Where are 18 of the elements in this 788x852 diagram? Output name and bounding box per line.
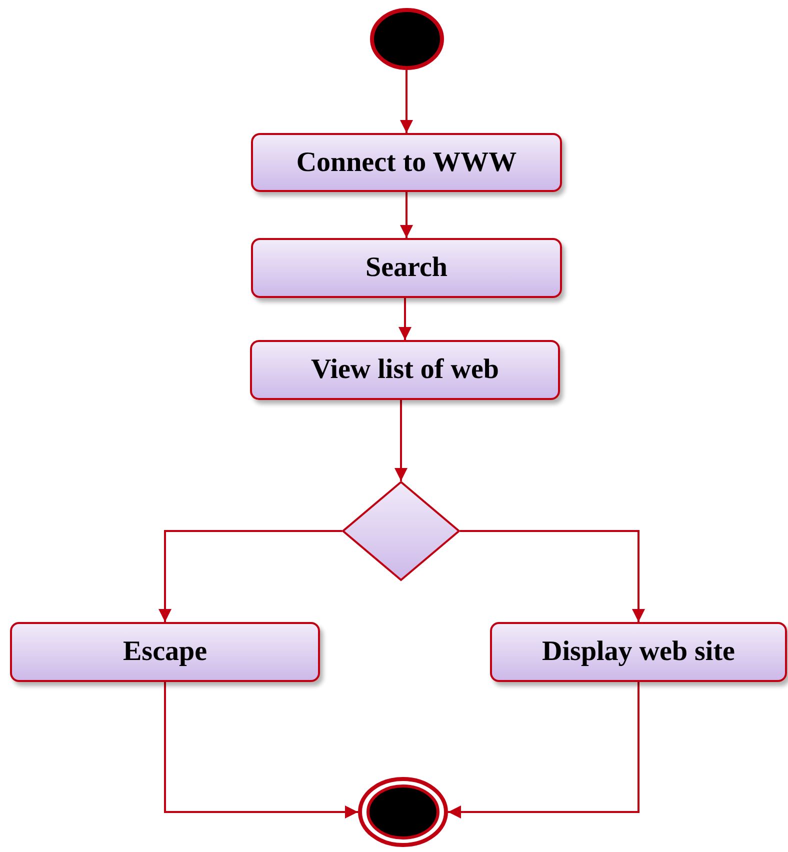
activity-box bbox=[251, 238, 562, 298]
arrow bbox=[400, 192, 413, 238]
arrow bbox=[164, 682, 358, 818]
arrow bbox=[448, 682, 640, 818]
arrow bbox=[158, 530, 342, 622]
activity-box bbox=[490, 622, 787, 682]
activity-box bbox=[251, 133, 562, 192]
activity-label: Search bbox=[366, 252, 448, 284]
activity-label: View list of web bbox=[311, 354, 499, 386]
arrow bbox=[400, 70, 413, 133]
arrow bbox=[398, 298, 412, 340]
activity-label: Connect to WWW bbox=[296, 146, 517, 178]
activity-box bbox=[250, 340, 560, 400]
activity-box bbox=[10, 622, 320, 682]
activity-label: Escape bbox=[123, 636, 207, 668]
arrow bbox=[460, 530, 645, 622]
activity-label: Display web site bbox=[542, 636, 735, 668]
arrow bbox=[394, 400, 408, 481]
